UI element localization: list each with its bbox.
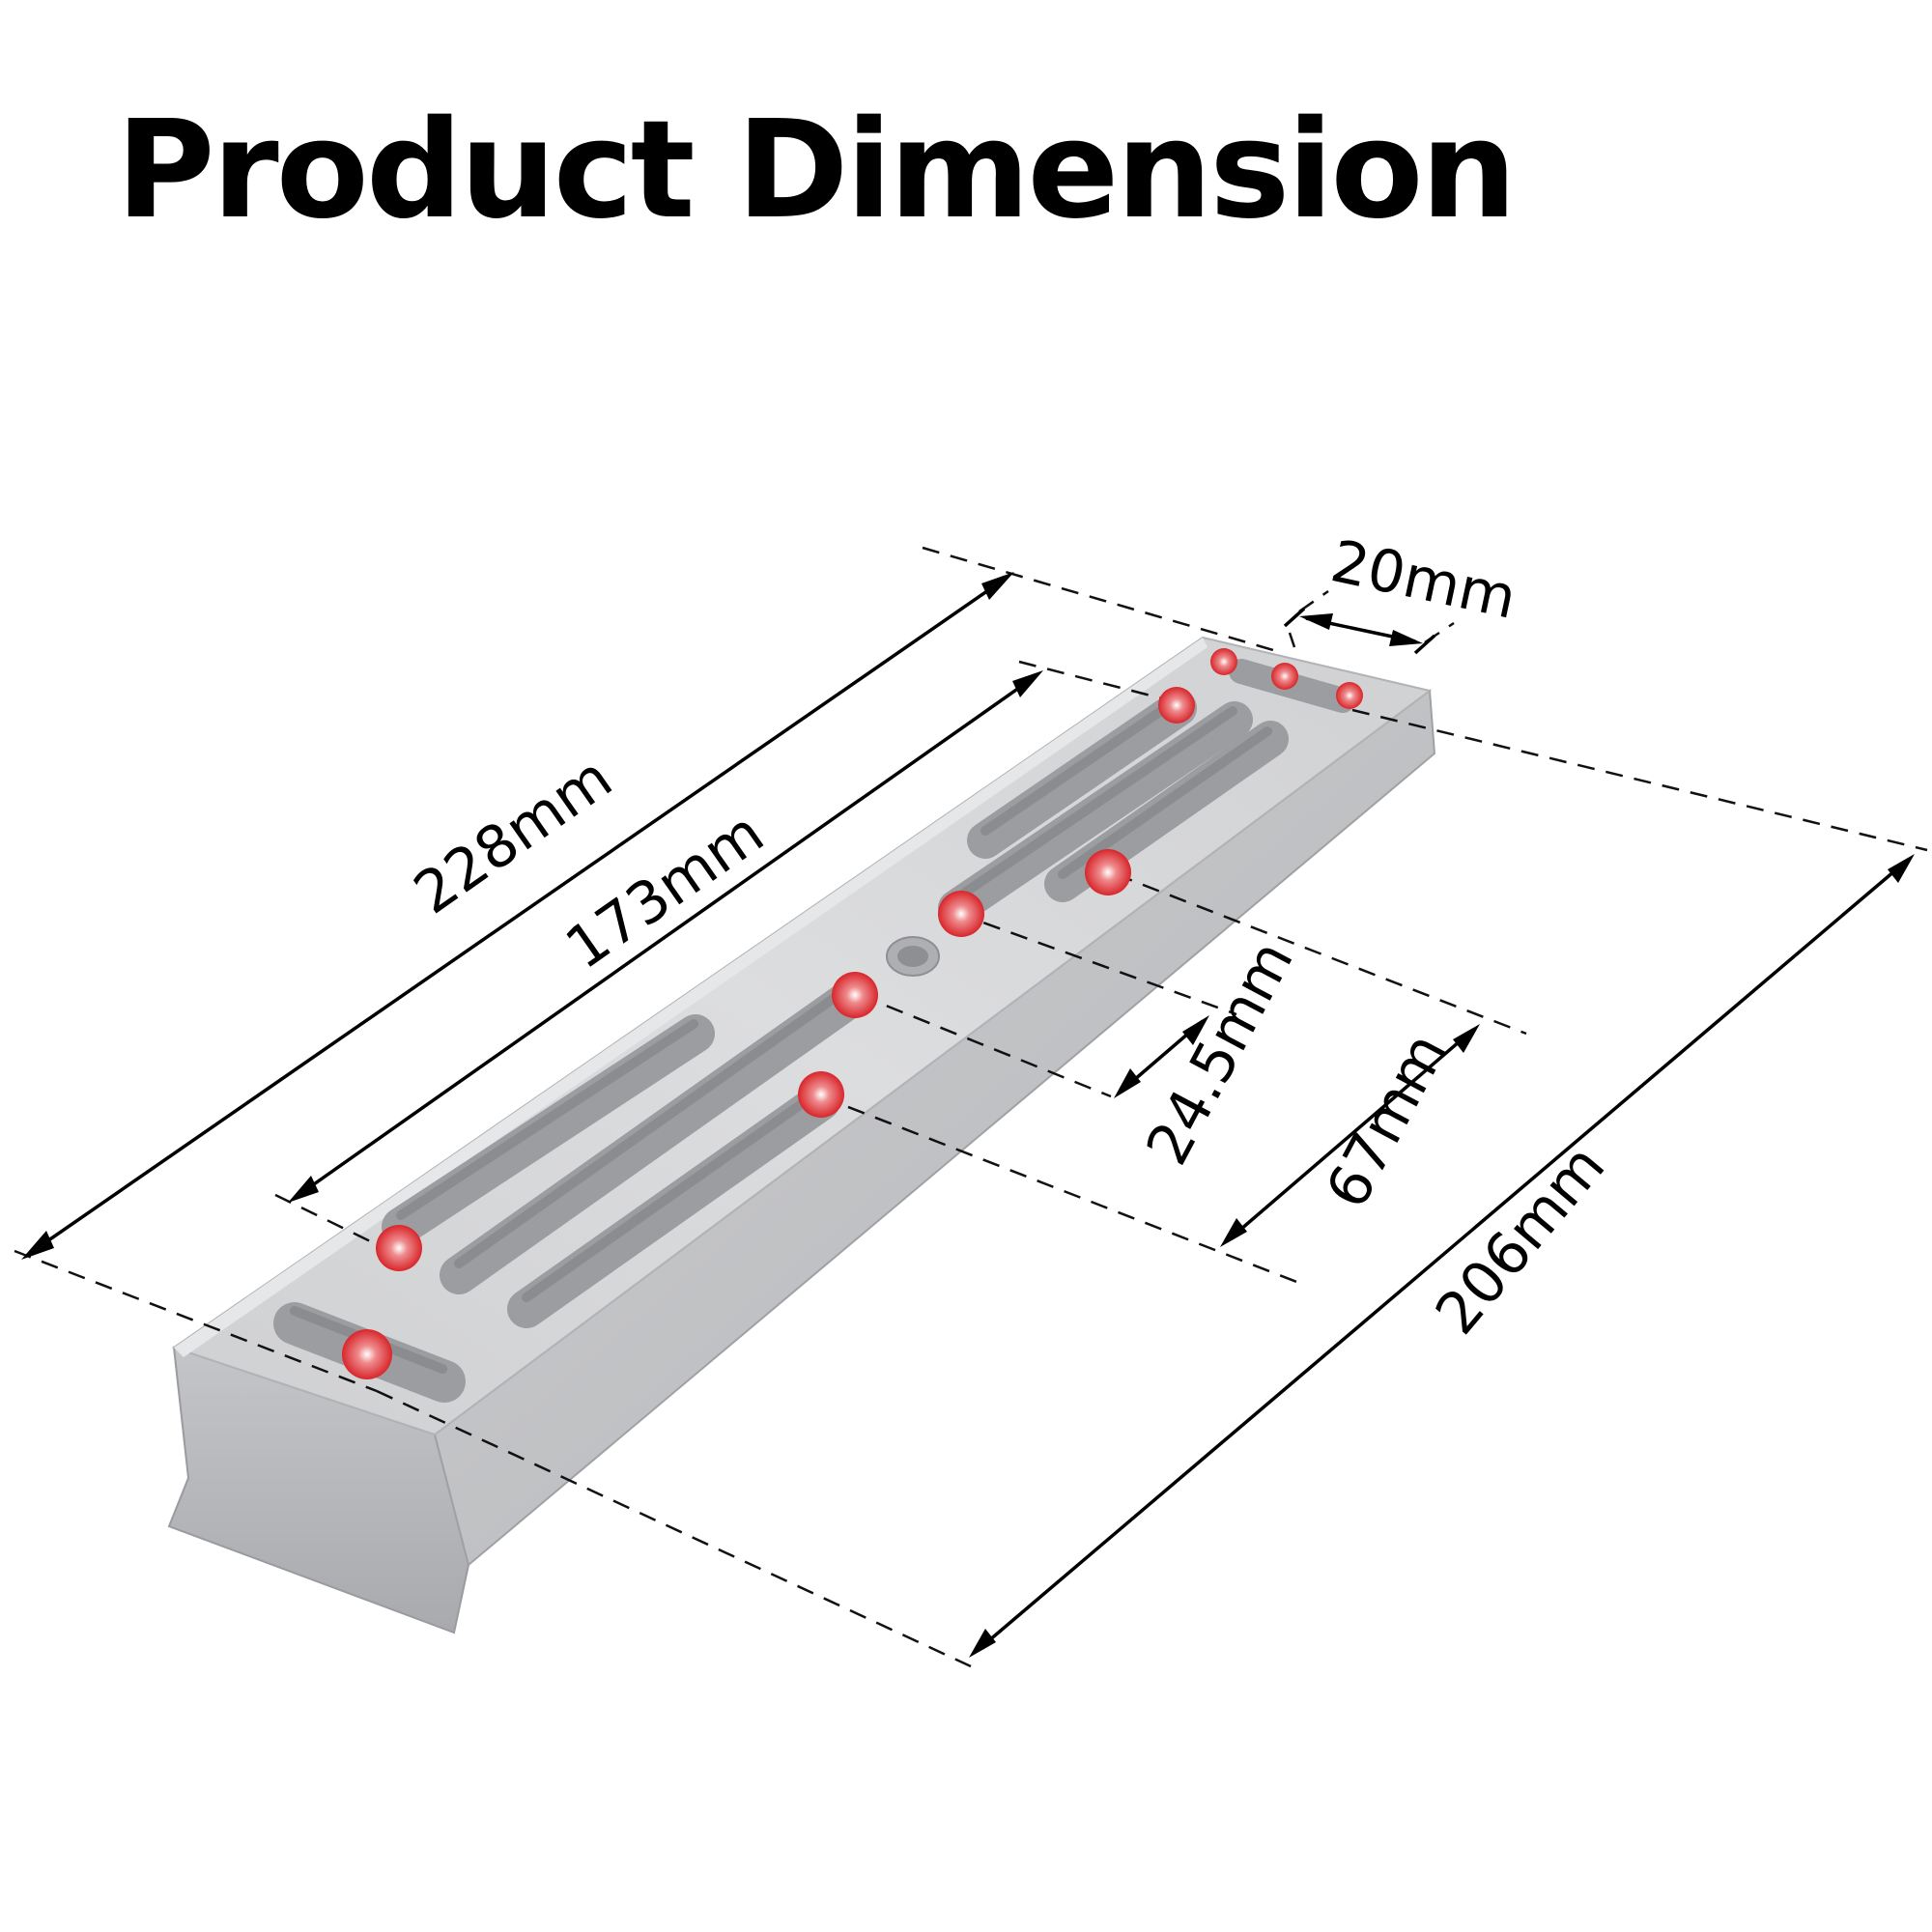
label-67mm: 67mm <box>1313 1023 1461 1219</box>
marker-dot <box>1085 849 1131 895</box>
dim-line-67 <box>1225 1028 1475 1243</box>
dim-line-228 <box>28 576 1008 1256</box>
marker-dot <box>798 1071 844 1118</box>
slot-lower-2 <box>440 976 874 1294</box>
marker-dot <box>938 891 984 937</box>
dim-arrow <box>1888 854 1915 883</box>
plate-slots <box>273 659 1355 1403</box>
dim-arrow <box>1453 1024 1480 1053</box>
dim-line-206 <box>974 858 1910 1654</box>
center-screw-hole <box>886 936 940 977</box>
dim-arrow <box>1182 1015 1209 1045</box>
dim-arrow <box>1012 670 1043 697</box>
dim-arrow <box>1299 613 1333 630</box>
dim-arrow <box>288 1176 319 1203</box>
slot-lower-1 <box>382 1014 715 1246</box>
slot-upper-2 <box>938 701 1253 926</box>
marker-dot <box>1210 648 1237 675</box>
slot-upper-1 <box>967 690 1197 859</box>
dim-arrow <box>1389 630 1423 646</box>
label-20mm: 20mm <box>1325 527 1522 633</box>
measurement-markers <box>342 648 1363 1379</box>
page-title: Product Dimension <box>116 92 1517 249</box>
marker-dot <box>1336 682 1363 709</box>
marker-dot <box>376 1225 422 1271</box>
marker-dot <box>832 972 878 1018</box>
dim-arrow <box>1114 1068 1141 1098</box>
dim-line-173 <box>293 674 1037 1200</box>
marker-dot <box>1271 663 1298 690</box>
dim-arrow <box>1220 1218 1247 1247</box>
dimension-lines <box>21 572 1915 1658</box>
plate-top-bevel <box>174 638 1208 1357</box>
label-206mm: 206mm <box>1423 1132 1618 1347</box>
marker-dot <box>1158 687 1195 724</box>
marker-dot <box>342 1329 392 1379</box>
dim-arrow <box>969 1629 996 1658</box>
label-228mm: 228mm <box>402 744 624 927</box>
dim-arrow <box>21 1231 54 1260</box>
dim-arrow <box>981 572 1014 600</box>
slot-lower-3 <box>507 1082 840 1328</box>
